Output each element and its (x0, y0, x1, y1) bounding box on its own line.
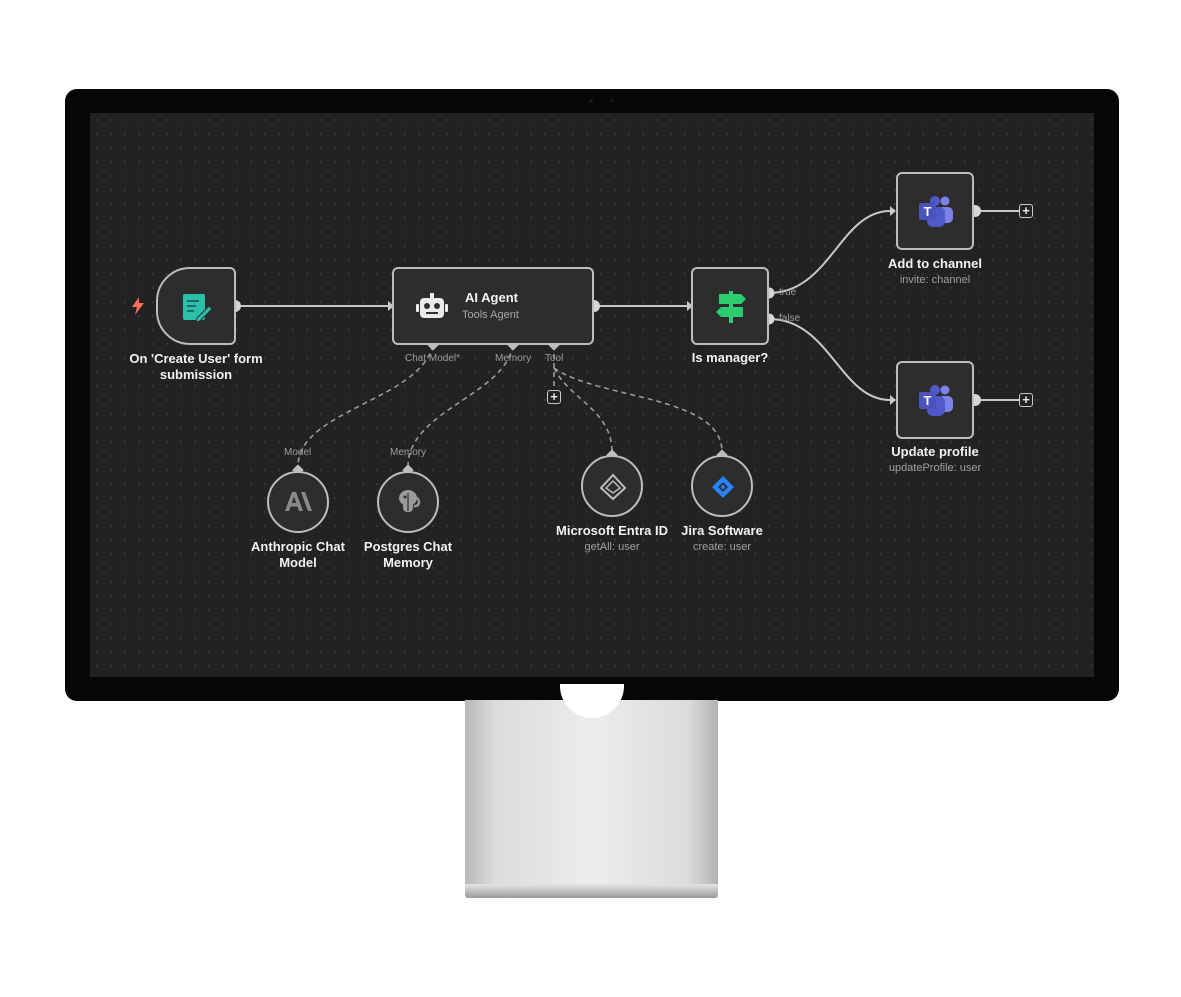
is-manager-node[interactable] (691, 267, 769, 345)
connection-entra (553, 367, 613, 453)
connection-model (297, 344, 434, 466)
postgres-chat-memory-node[interactable] (377, 471, 439, 533)
branch-true-label: true (779, 287, 797, 298)
microsoft-entra-id-title: Microsoft Entra ID (556, 523, 668, 538)
camera-dot (589, 99, 593, 103)
memory-port-label: Memory (390, 447, 427, 458)
ai-agent-node[interactable] (392, 267, 594, 345)
port-label-chat-model: Chat Model* (405, 353, 461, 364)
connection-false-branch (768, 318, 891, 401)
svg-text:T: T (924, 393, 932, 408)
jira-icon (712, 476, 734, 498)
update-profile-subtitle: updateProfile: user (888, 462, 982, 474)
postgres-chat-memory-title: Postgres Chat Memory (363, 539, 453, 570)
microsoft-teams-icon: T (919, 196, 953, 227)
jira-software-title: Jira Software (681, 523, 763, 538)
add-tool-button[interactable]: + (547, 390, 561, 404)
postgres-icon (399, 490, 421, 512)
update-profile-node[interactable]: T (896, 361, 974, 439)
add-to-channel-title: Add to channel (888, 256, 982, 271)
add-after-channel-button[interactable]: + (1019, 204, 1033, 218)
form-icon (183, 294, 212, 323)
jira-software-node[interactable] (691, 455, 753, 517)
add-after-profile-button[interactable]: + (1019, 393, 1033, 407)
connection-jira (553, 367, 723, 453)
model-port-label: Model (284, 447, 312, 458)
monitor-stand-foot (465, 884, 718, 898)
is-manager-title: Is manager? (691, 350, 769, 365)
ai-agent-title: AI Agent (465, 290, 518, 305)
microsoft-teams-icon: T (919, 385, 953, 416)
ai-agent-subtitle: Tools Agent (462, 309, 519, 321)
trigger-title: On 'Create User' form submission (129, 351, 263, 382)
svg-text:T: T (924, 204, 932, 219)
branch-false-label: false (779, 313, 801, 324)
update-profile-title: Update profile (891, 444, 979, 459)
add-to-channel-subtitle: invite: channel (899, 274, 971, 286)
jira-software-subtitle: create: user (692, 541, 752, 553)
anthropic-chat-model-title: Anthropic Chat Model (251, 539, 345, 570)
entra-id-icon (599, 473, 627, 501)
camera-sensor (611, 99, 614, 102)
port-label-memory: Memory (495, 353, 532, 364)
trigger-node[interactable] (156, 267, 236, 345)
lightning-icon (132, 297, 144, 315)
port-label-tool: Tool (545, 353, 564, 364)
microsoft-entra-id-subtitle: getAll: user (584, 541, 640, 553)
signpost-icon (716, 291, 746, 323)
add-to-channel-node[interactable]: T (896, 172, 974, 250)
connection-memory (407, 344, 514, 466)
monitor-stand (465, 700, 718, 885)
anthropic-chat-model-node[interactable] (267, 471, 329, 533)
anthropic-icon (285, 492, 312, 511)
connection-true-branch (768, 210, 891, 294)
robot-icon (416, 293, 448, 318)
microsoft-entra-id-node[interactable] (581, 455, 643, 517)
